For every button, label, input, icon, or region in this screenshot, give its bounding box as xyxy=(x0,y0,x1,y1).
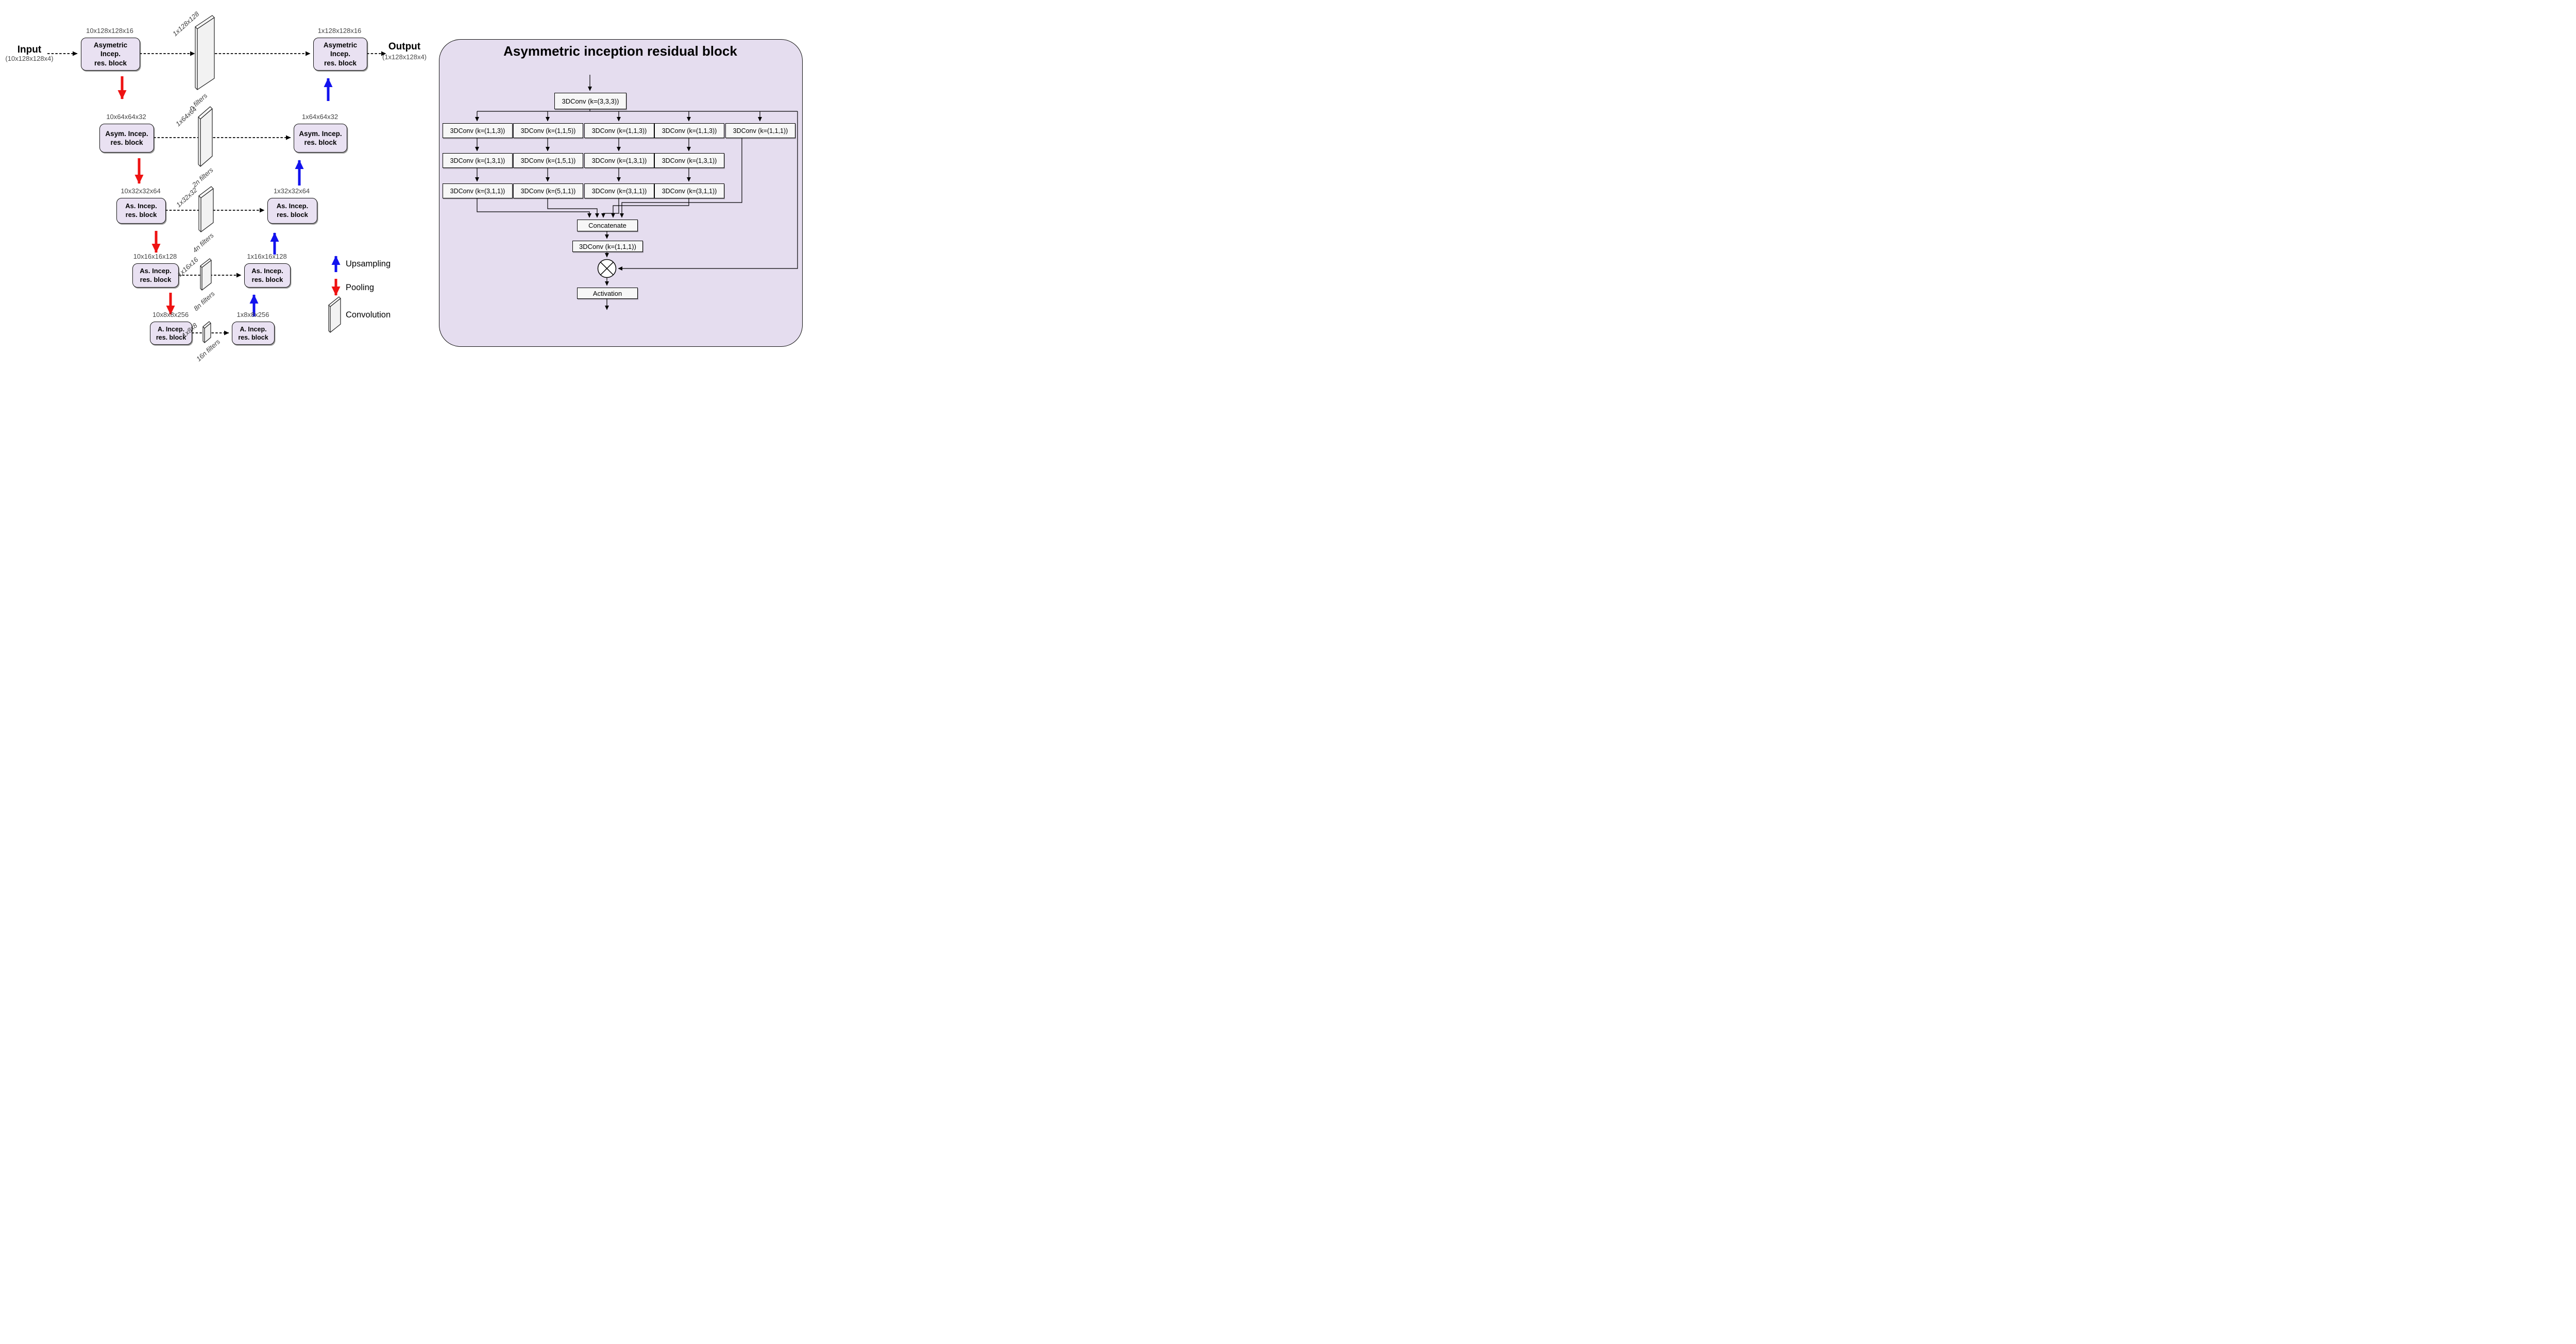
plate4-filters: 8n filters xyxy=(192,290,216,313)
plate3-filters: 4n filters xyxy=(191,231,215,255)
plate-level-5 xyxy=(202,321,211,343)
input-shape: (10x128x128x4) xyxy=(5,55,54,62)
branch5-conv1: 3DConv (k=(1,1,1)) xyxy=(725,123,795,138)
encoder-block-4: As. Incep. res. block xyxy=(132,263,179,288)
panel-title: Asymmetric inception residual block xyxy=(503,43,737,59)
dec3-dim: 1x32x32x64 xyxy=(273,187,310,195)
legend-pooling-label: Pooling xyxy=(346,283,375,292)
output-shape: (1x128x128x4) xyxy=(382,53,427,61)
legend-upsampling-label: Upsampling xyxy=(346,259,391,268)
dec2-dim: 1x64x64x32 xyxy=(301,113,338,121)
input-label: Input xyxy=(17,44,42,55)
plate2-filters: 2n filters xyxy=(190,166,215,189)
panel-top-conv: 3DConv (k=(3,3,3)) xyxy=(554,93,626,109)
plate2-dim: 1x64x64 xyxy=(174,105,198,128)
plate-level-4 xyxy=(200,258,212,291)
dec1-dim: 1x128x128x16 xyxy=(317,27,362,35)
branch2-conv2: 3DConv (k=(1,5,1)) xyxy=(513,153,583,168)
activation-node: Activation xyxy=(577,288,638,299)
output-label: Output xyxy=(388,41,421,52)
enc5-dim: 10x8x8x256 xyxy=(152,311,189,318)
branch3-conv3: 3DConv (k=(3,1,1)) xyxy=(584,183,654,198)
encoder-block-3: As. Incep. res. block xyxy=(116,198,166,224)
plate-level-2 xyxy=(198,106,213,167)
branch2-conv3: 3DConv (k=(5,1,1)) xyxy=(513,183,583,198)
concatenate-node: Concatenate xyxy=(577,220,638,231)
decoder-block-3: As. Incep. res. block xyxy=(267,198,317,224)
branch3-conv1: 3DConv (k=(1,1,3)) xyxy=(584,123,654,138)
dashed-flow-arrows xyxy=(47,51,386,335)
dec5-dim: 1x8x8x256 xyxy=(236,311,269,318)
enc2-dim: 10x64x64x32 xyxy=(106,113,146,121)
encoder-block-5: A. Incep. res. block xyxy=(150,322,192,345)
branch3-conv2: 3DConv (k=(1,3,1)) xyxy=(584,153,654,168)
enc4-dim: 10x16x16x128 xyxy=(133,253,177,260)
legend-convolution-plate xyxy=(328,296,341,333)
branch1-conv1: 3DConv (k=(1,1,3)) xyxy=(443,123,513,138)
decoder-block-1: Asymetric Incep. res. block xyxy=(313,38,367,71)
decoder-block-2: Asym. Incep. res. block xyxy=(294,124,347,153)
branch4-conv1: 3DConv (k=(1,1,3)) xyxy=(654,123,724,138)
conv-1x1-node: 3DConv (k=(1,1,1)) xyxy=(572,241,643,252)
encoder-block-1: Asymetric Incep. res. block xyxy=(81,38,140,71)
branch4-conv3: 3DConv (k=(3,1,1)) xyxy=(654,183,724,198)
enc3-dim: 10x32x32x64 xyxy=(121,187,161,195)
dec4-dim: 1x16x16x128 xyxy=(247,253,287,260)
branch4-conv2: 3DConv (k=(1,3,1)) xyxy=(654,153,724,168)
decoder-block-4: As. Incep. res. block xyxy=(244,263,291,288)
figure-canvas: Asymmetric inception residual block xyxy=(0,0,808,362)
enc1-dim: 10x128x128x16 xyxy=(86,27,133,35)
encoder-block-2: Asym. Incep. res. block xyxy=(99,124,154,153)
plate5-filters: 16n filters xyxy=(194,338,222,362)
plate-level-1 xyxy=(195,15,215,90)
plate1-dim: 1x128x128 xyxy=(171,10,201,38)
branch1-conv2: 3DConv (k=(1,3,1)) xyxy=(443,153,513,168)
legend-convolution-label: Convolution xyxy=(346,310,391,320)
decoder-block-5: A. Incep. res. block xyxy=(232,322,275,345)
plate3-dim: 1x32x32 xyxy=(174,186,199,209)
branch2-conv1: 3DConv (k=(1,1,5)) xyxy=(513,123,583,138)
branch1-conv3: 3DConv (k=(3,1,1)) xyxy=(443,183,513,198)
plate-level-3 xyxy=(198,186,214,232)
